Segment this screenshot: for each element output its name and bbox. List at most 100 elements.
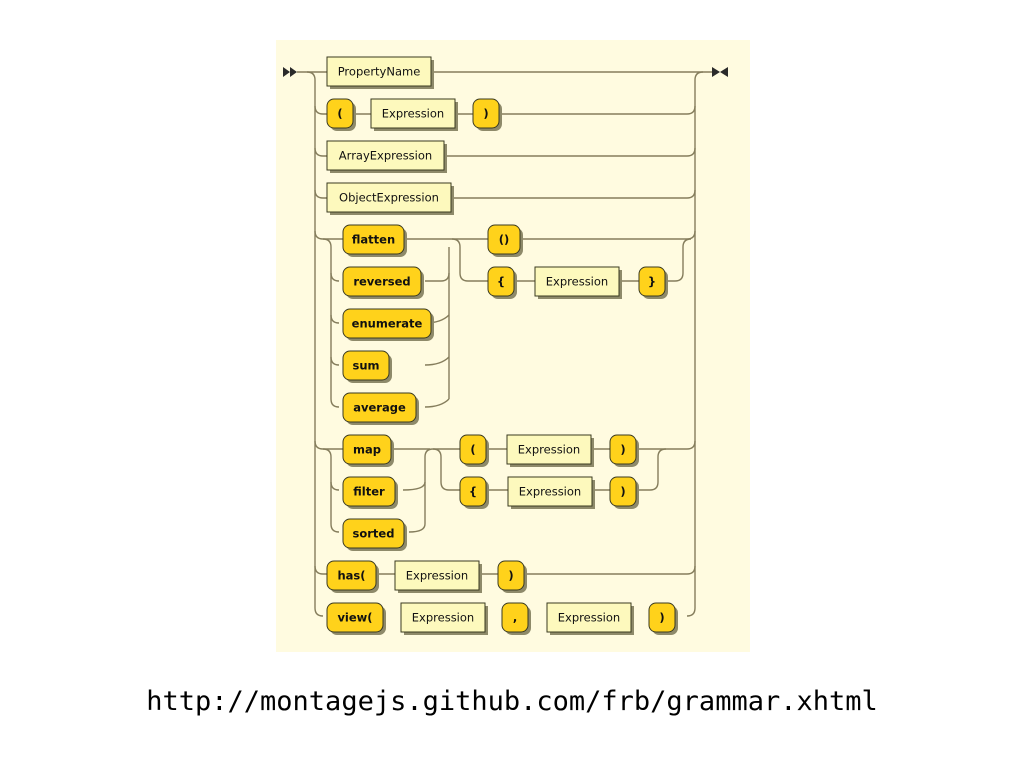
node-label: ) <box>508 569 513 583</box>
node-label: ) <box>483 107 488 121</box>
node-box <box>326 140 445 171</box>
node-box <box>487 266 515 297</box>
node-box <box>534 266 620 297</box>
node-box <box>487 224 521 255</box>
source-url: http://montagejs.github.com/frb/grammar.… <box>146 686 878 717</box>
node-label: ( <box>470 443 475 457</box>
node-box <box>342 518 405 549</box>
node-label: sorted <box>353 527 395 541</box>
node-label: ArrayExpression <box>339 149 432 163</box>
terminal-paren-close-2: ) <box>609 434 639 467</box>
node-label: filter <box>353 485 385 499</box>
node-label: Expression <box>558 611 620 625</box>
node-box <box>497 560 525 591</box>
node-label: Expression <box>546 275 608 289</box>
node-label: sum <box>352 359 379 373</box>
node-box <box>342 476 396 507</box>
node-box <box>546 602 632 633</box>
node-box <box>326 602 384 633</box>
terminal-map: map <box>342 434 394 467</box>
node-box <box>342 392 417 423</box>
nonterminal-property-name: PropertyName <box>326 56 434 89</box>
node-box <box>370 98 456 129</box>
terminal-brace-open-1: { <box>487 266 517 299</box>
node-label: ) <box>659 611 664 625</box>
nonterminal-expression-2: Expression <box>534 266 622 299</box>
node-box <box>638 266 666 297</box>
nonterminal-expression-5: Expression <box>394 560 482 593</box>
node-box <box>326 182 452 213</box>
diagram-nodes: PropertyName ( Expression) ArrayExpressionO… <box>326 56 678 635</box>
diagram-lines <box>283 67 728 617</box>
node-box <box>326 56 432 87</box>
terminal-view: view( <box>326 602 386 635</box>
node-box <box>609 434 637 465</box>
node-label: reversed <box>353 275 410 289</box>
terminal-average: average <box>342 392 419 425</box>
node-label: Expression <box>412 611 474 625</box>
terminal-enumerate: enumerate <box>342 308 434 341</box>
node-label: has( <box>337 569 365 583</box>
terminal-parens-empty: () <box>487 224 523 257</box>
nonterminal-array-expression: ArrayExpression <box>326 140 447 173</box>
terminal-flatten: flatten <box>342 224 407 257</box>
terminal-filter: filter <box>342 476 398 509</box>
node-box <box>342 434 392 465</box>
nonterminal-expression-7: Expression <box>546 602 634 635</box>
terminal-reversed: reversed <box>342 266 424 299</box>
node-label: enumerate <box>352 317 423 331</box>
node-box <box>342 266 422 297</box>
node-label: map <box>353 443 381 457</box>
terminal-paren-close-1: ) <box>472 98 502 131</box>
node-label: , <box>513 611 517 625</box>
node-label: flatten <box>352 233 395 247</box>
node-box <box>459 476 487 507</box>
nonterminal-expression-1: Expression <box>370 98 458 131</box>
nonterminal-object-expression: ObjectExpression <box>326 182 454 215</box>
node-label: Expression <box>406 569 468 583</box>
node-label: ObjectExpression <box>339 191 439 205</box>
node-box <box>342 350 390 381</box>
node-label: Expression <box>519 485 581 499</box>
terminal-sum: sum <box>342 350 392 383</box>
node-box <box>648 602 676 633</box>
node-label: } <box>648 275 656 289</box>
terminal-paren-open-2: ( <box>459 434 489 467</box>
node-label: average <box>353 401 406 415</box>
node-label: () <box>499 233 510 247</box>
terminal-paren-close-5: ) <box>648 602 678 635</box>
terminal-brace-close-1: } <box>638 266 668 299</box>
terminal-paren-close-4: ) <box>497 560 527 593</box>
terminal-paren-close-3: ) <box>609 476 639 509</box>
start-arrow-icon <box>283 67 297 77</box>
node-label: PropertyName <box>338 65 421 79</box>
end-arrow-icon <box>712 67 728 77</box>
node-box <box>342 224 405 255</box>
node-label: ( <box>337 107 342 121</box>
railroad-diagram: PropertyName ( Expression) ArrayExpressionO… <box>276 40 750 652</box>
node-box <box>400 602 486 633</box>
node-box <box>394 560 480 591</box>
node-label: ) <box>620 485 625 499</box>
node-box <box>326 98 354 129</box>
terminal-has: has( <box>326 560 379 593</box>
terminal-paren-open-1: ( <box>326 98 356 131</box>
node-box <box>507 476 593 507</box>
terminal-sorted: sorted <box>342 518 407 551</box>
node-label: Expression <box>518 443 580 457</box>
node-label: Expression <box>382 107 444 121</box>
node-box <box>342 308 432 339</box>
node-box <box>326 560 377 591</box>
terminal-comma: , <box>501 602 531 635</box>
node-box <box>609 476 637 507</box>
diagram-background <box>276 40 750 652</box>
terminal-brace-open-2: { <box>459 476 489 509</box>
nonterminal-expression-3: Expression <box>506 434 594 467</box>
node-label: { <box>469 485 477 499</box>
nonterminal-expression-4: Expression <box>507 476 595 509</box>
node-box <box>506 434 592 465</box>
node-box <box>459 434 487 465</box>
node-label: view( <box>337 611 372 625</box>
node-box <box>472 98 500 129</box>
nonterminal-expression-6: Expression <box>400 602 488 635</box>
